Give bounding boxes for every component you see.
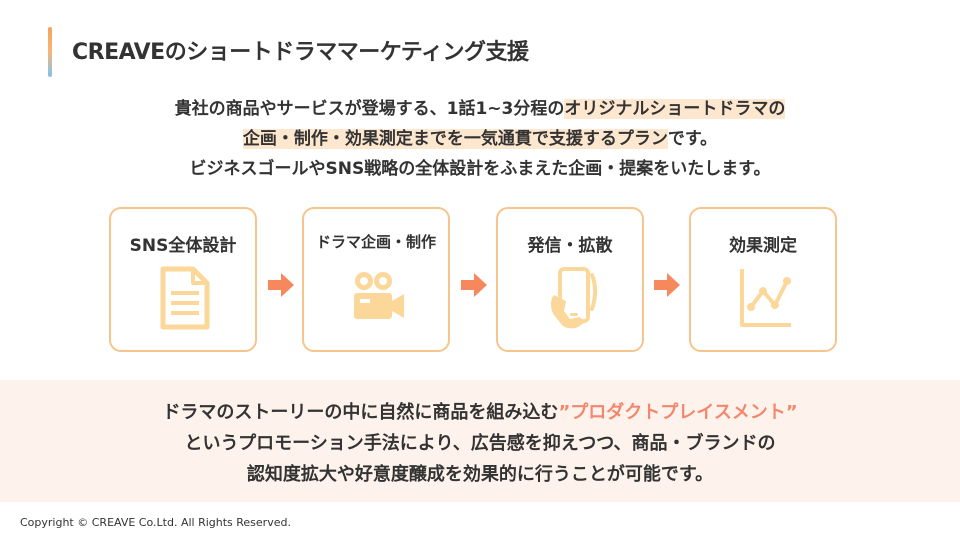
summary-band — [0, 380, 960, 502]
step-measurement: 効果測定 — [689, 207, 837, 352]
arrow-right-icon — [461, 273, 487, 297]
arrow-right-icon — [654, 273, 680, 297]
intro-text: 貴社の商品やサービスが登場する、1話1~3分程のオリジナルショートドラマの 企画… — [0, 94, 960, 184]
document-icon — [160, 266, 210, 330]
intro-line-2: 企画・制作・効果測定までを一気通貫で支援するプランです。 — [0, 124, 960, 154]
step-label: 発信・拡散 — [527, 236, 613, 256]
step-sns-design: SNS全体設計 — [109, 207, 257, 352]
summary-line-3: 認知度拡大や好意度醸成を効果的に行うことが可能です。 — [246, 464, 714, 485]
intro-line-2-highlight: 企画・制作・効果測定までを一気通貫で支援するプラン — [242, 129, 668, 149]
summary-line-2: というプロモーション手法により、広告感を抑えつつ、商品・ブランドの — [184, 433, 776, 454]
arrow-right-icon — [268, 273, 294, 297]
video-camera-icon — [354, 272, 404, 319]
smartphone-icon — [551, 267, 597, 329]
step-label: ドラマ企画・制作 — [315, 233, 436, 251]
line-chart-icon — [740, 269, 791, 327]
intro-line-2-plain: です。 — [667, 129, 718, 149]
page-title: CREAVEのショートドラママーケティング支援 — [72, 40, 529, 65]
step-distribution: 発信・拡散 — [496, 207, 644, 352]
intro-line-1-highlight: オリジナルショートドラマの — [564, 99, 786, 119]
summary-line-1: ドラマのストーリーの中に自然に商品を組み込む”プロダクトプレイスメント” — [0, 397, 960, 428]
step-label: SNS全体設計 — [129, 236, 237, 256]
title-accent-bar — [48, 27, 52, 77]
step-drama-production: ドラマ企画・制作 — [302, 207, 450, 352]
summary-line-1-plain: ドラマのストーリーの中に自然に商品を組み込む — [162, 402, 559, 423]
intro-line-1: 貴社の商品やサービスが登場する、1話1~3分程のオリジナルショートドラマの — [0, 94, 960, 124]
step-label: 効果測定 — [729, 236, 797, 256]
process-steps: SNS全体設計 ドラマ企画・制作 発信・拡散 — [109, 207, 837, 352]
intro-line-3: ビジネスゴールやSNS戦略の全体設計をふまえた企画・提案をいたします。 — [189, 159, 771, 179]
summary-line-1-accent: ”プロダクトプレイスメント” — [558, 402, 798, 423]
summary-text: ドラマのストーリーの中に自然に商品を組み込む”プロダクトプレイスメント” という… — [0, 397, 960, 490]
copyright: Copyright © CREAVE Co.Ltd. All Rights Re… — [20, 516, 291, 529]
intro-line-1-plain: 貴社の商品やサービスが登場する、1話1~3分程の — [174, 99, 565, 119]
